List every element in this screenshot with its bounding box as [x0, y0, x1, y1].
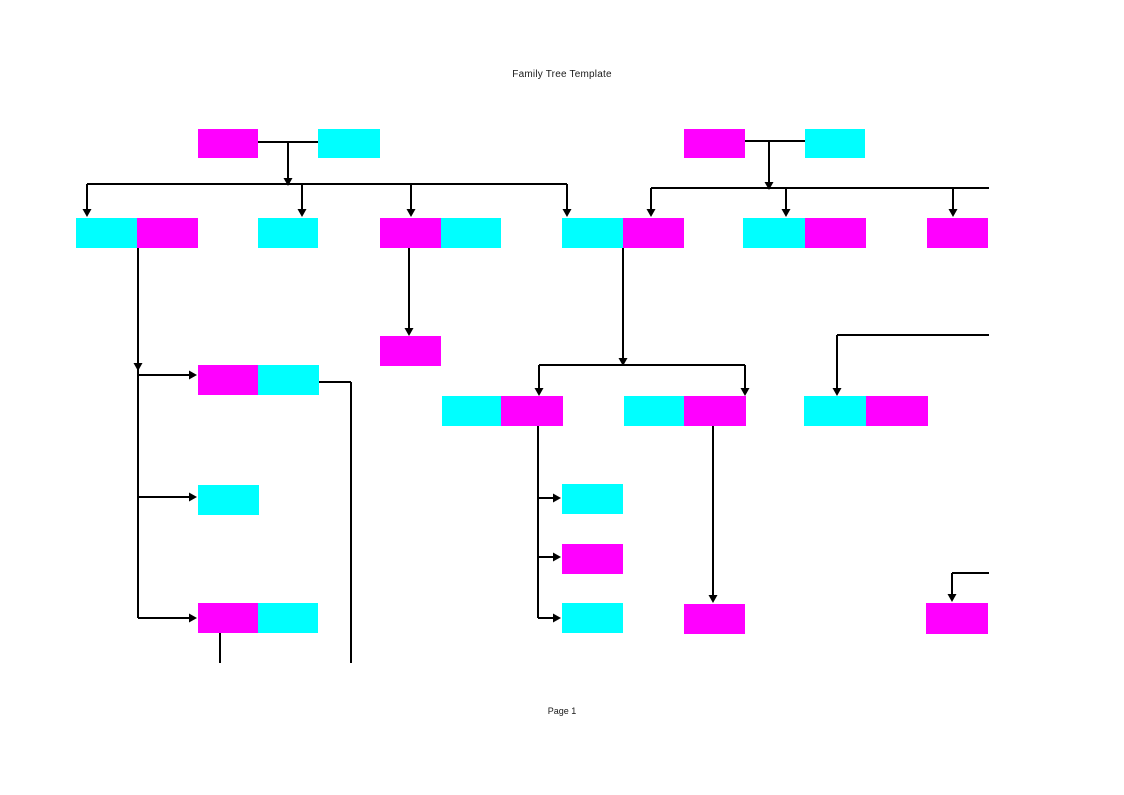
person-box-gen4-single4-cyan[interactable] — [562, 603, 623, 633]
arrowhead-down-icon — [406, 209, 416, 217]
arrowhead-down-icon — [781, 209, 791, 217]
arrowhead-down-icon — [948, 209, 958, 217]
person-box-gen2-couple3-cyan[interactable] — [562, 218, 623, 248]
person-box-gen2-single2-magenta[interactable] — [927, 218, 988, 248]
arrowhead-down-icon — [562, 209, 572, 217]
arrowhead-down-icon — [82, 209, 92, 217]
person-box-gen2-couple2-magenta[interactable] — [380, 218, 441, 248]
arrowhead-right-icon — [189, 613, 197, 623]
page-number-label: Page 1 — [547, 706, 577, 716]
person-box-gen4-single1-cyan[interactable] — [198, 485, 259, 515]
person-box-gen3-single1-magenta[interactable] — [380, 336, 441, 366]
arrowhead-down-icon — [618, 358, 628, 366]
person-box-gen1-couple1-cyan[interactable] — [318, 129, 380, 158]
arrowhead-down-icon — [133, 363, 143, 371]
person-box-gen1-couple1-magenta[interactable] — [198, 129, 258, 158]
person-box-gen3-couple4-magenta[interactable] — [866, 396, 928, 426]
arrowhead-down-icon — [646, 209, 656, 217]
arrowhead-right-icon — [189, 492, 197, 502]
arrowhead-down-icon — [297, 209, 307, 217]
person-box-gen2-couple3-magenta[interactable] — [623, 218, 684, 248]
person-box-gen2-couple1-magenta[interactable] — [137, 218, 198, 248]
arrowhead-down-icon — [947, 594, 957, 602]
person-box-gen4-single6-magenta[interactable] — [926, 603, 988, 634]
arrowhead-down-icon — [404, 328, 414, 336]
arrowhead-right-icon — [553, 613, 561, 623]
person-box-gen2-couple4-cyan[interactable] — [743, 218, 805, 248]
person-box-gen4-single3-magenta[interactable] — [562, 544, 623, 574]
person-box-gen3-couple1-magenta[interactable] — [198, 365, 258, 395]
person-box-gen3-couple3-cyan[interactable] — [624, 396, 684, 426]
person-box-gen1-couple2-cyan[interactable] — [805, 129, 865, 158]
person-box-gen3-couple2-cyan[interactable] — [442, 396, 501, 426]
arrowhead-right-icon — [553, 493, 561, 503]
person-box-gen3-couple3-magenta[interactable] — [684, 396, 746, 426]
person-box-gen2-couple4-magenta[interactable] — [805, 218, 866, 248]
person-box-gen3-couple4-cyan[interactable] — [804, 396, 866, 426]
arrowhead-right-icon — [553, 552, 561, 562]
page-title: Family Tree Template — [512, 69, 612, 80]
person-box-gen3-couple1-cyan[interactable] — [258, 365, 319, 395]
person-box-gen2-couple2-cyan[interactable] — [441, 218, 501, 248]
arrowhead-down-icon — [832, 388, 842, 396]
person-box-gen4-single5-magenta[interactable] — [684, 604, 745, 634]
arrowhead-down-icon — [283, 178, 293, 186]
arrowhead-down-icon — [534, 388, 544, 396]
arrowhead-right-icon — [189, 370, 197, 380]
person-box-gen3-couple2-magenta[interactable] — [501, 396, 563, 426]
person-box-gen4-single2-cyan[interactable] — [562, 484, 623, 514]
person-box-gen4-couple1-cyan[interactable] — [258, 603, 318, 633]
person-box-gen2-single1-cyan[interactable] — [258, 218, 318, 248]
person-box-gen1-couple2-magenta[interactable] — [684, 129, 745, 158]
arrowhead-down-icon — [708, 595, 718, 603]
arrowhead-down-icon — [740, 388, 750, 396]
person-box-gen2-couple1-cyan[interactable] — [76, 218, 137, 248]
person-box-gen4-couple1-magenta[interactable] — [198, 603, 258, 633]
arrowhead-down-icon — [764, 182, 774, 190]
